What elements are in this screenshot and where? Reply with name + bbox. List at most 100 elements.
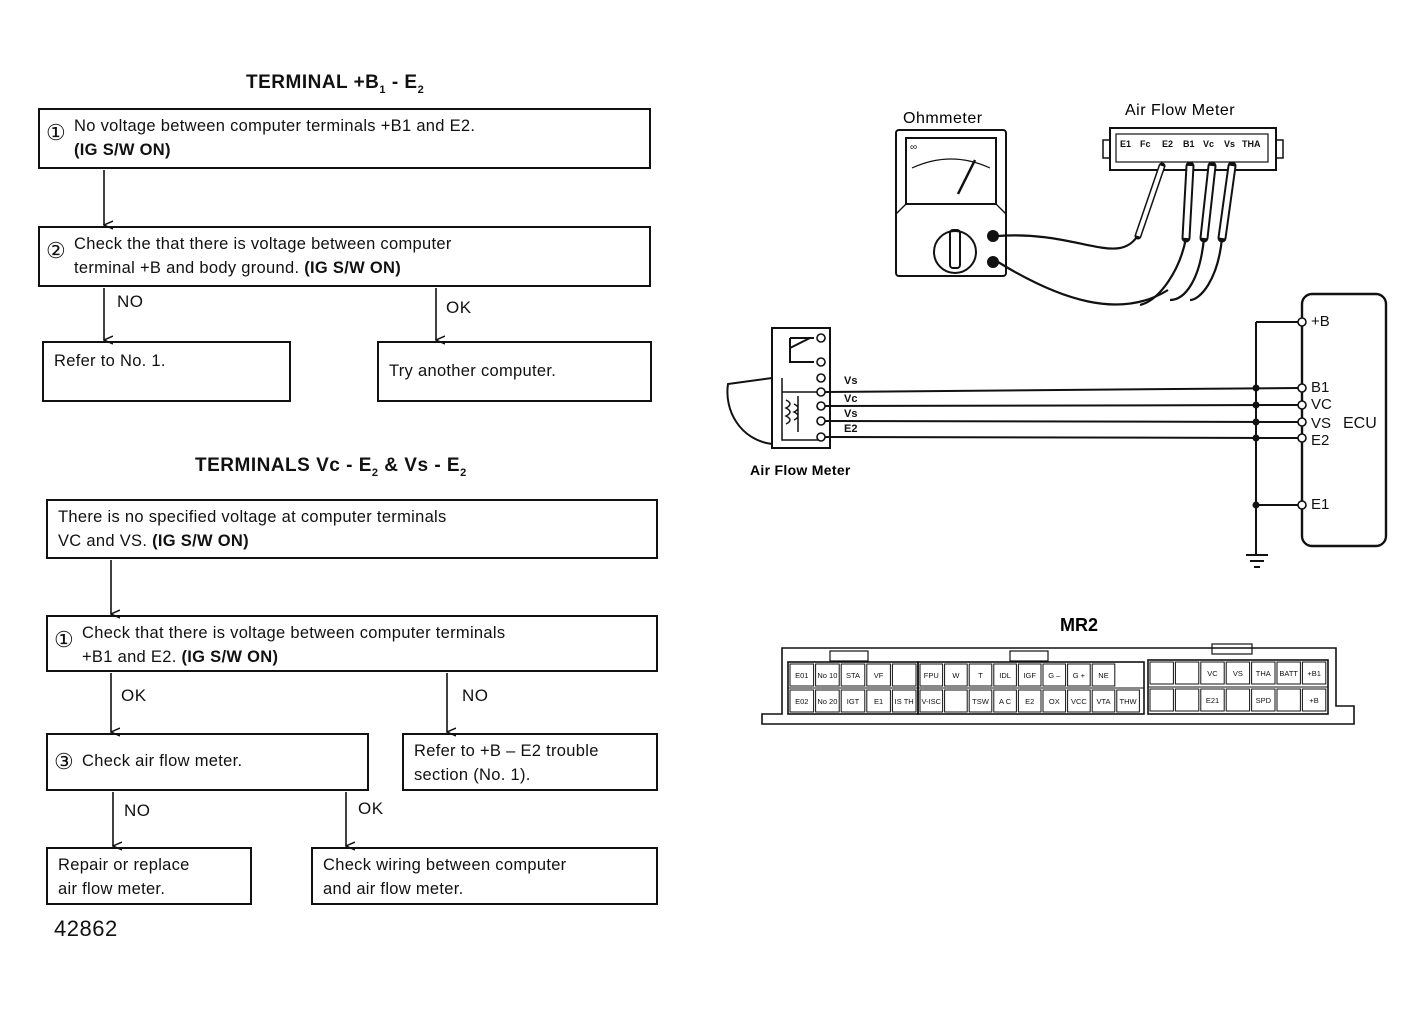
flow2-branch1-ok: OK bbox=[121, 686, 147, 705]
flow1-step2-box: ② Check the that there is voltage betwee… bbox=[38, 226, 651, 287]
connector-pin-label: No 10 bbox=[817, 671, 837, 680]
connector-pin-label: E01 bbox=[795, 671, 808, 680]
flow2-step3-text: Check air flow meter. bbox=[82, 752, 243, 770]
connector-cell bbox=[919, 663, 944, 687]
connector-pin-label: E21 bbox=[1206, 696, 1219, 705]
step-number-2-icon: ② bbox=[46, 238, 67, 263]
afm-top-pins: E1 Fc E2 B1 Vc Vs THA bbox=[1120, 139, 1261, 149]
connector-title: MR2 bbox=[1060, 615, 1098, 635]
connector-pin-label: IDL bbox=[999, 671, 1011, 680]
flow2-wiring-line2: and air flow meter. bbox=[323, 880, 464, 898]
connector-cell bbox=[1116, 689, 1140, 713]
connector-cell bbox=[944, 689, 968, 713]
step-number-3-icon: ③ bbox=[54, 749, 75, 774]
ecu-pin-dots bbox=[1297, 317, 1307, 510]
connector-cell bbox=[1091, 689, 1116, 713]
connector-cell bbox=[1149, 688, 1174, 712]
connector-cell bbox=[1067, 689, 1091, 713]
connector-cell bbox=[1091, 663, 1116, 687]
connector-cell bbox=[1017, 689, 1042, 713]
afm-pin: Vc bbox=[1203, 139, 1214, 149]
connector-pin-label: VF bbox=[874, 671, 884, 680]
connector-pin-label: E1 bbox=[874, 697, 883, 706]
flow1-ok-result: Try another computer. bbox=[389, 362, 557, 380]
flow2-branch1-no: NO bbox=[462, 686, 489, 705]
connector-pin-label: G + bbox=[1073, 671, 1086, 680]
connector-pin-label: TSW bbox=[972, 697, 990, 706]
ecu-pin-e2: E2 bbox=[1311, 432, 1329, 449]
afm-pin: E1 bbox=[1120, 139, 1131, 149]
connector-cell bbox=[1017, 663, 1042, 687]
connector-cell bbox=[789, 663, 815, 687]
junction-dots bbox=[1252, 384, 1260, 509]
connector-pin-label: IGT bbox=[847, 697, 860, 706]
connector-cell bbox=[1042, 663, 1067, 687]
flow2-refer-box: Refer to +B – E2 trouble section (No. 1)… bbox=[402, 733, 658, 791]
connector-cell bbox=[1149, 661, 1174, 685]
flow2-start-line1: There is no specified voltage at compute… bbox=[58, 508, 447, 526]
flow2-branch3-no: NO bbox=[124, 801, 151, 820]
flow1-no-result: Refer to No. 1. bbox=[54, 352, 166, 370]
connector-pin-label: T bbox=[978, 671, 983, 680]
connector-cell bbox=[866, 689, 891, 713]
connector-cell bbox=[993, 689, 1017, 713]
connector-pin-label: SPD bbox=[1256, 696, 1272, 705]
flow2-refer-line2: section (No. 1). bbox=[414, 766, 531, 784]
connector-cell bbox=[866, 663, 891, 687]
flow2-step1-line2b: (IG S/W ON) bbox=[181, 648, 279, 666]
connector-cell bbox=[1042, 689, 1067, 713]
flow2-branch3-ok: OK bbox=[358, 799, 384, 818]
connector-pin-label: FPU bbox=[924, 671, 939, 680]
connector-cell bbox=[919, 689, 944, 713]
connector-pin-label: VS bbox=[1233, 669, 1243, 678]
ecu-pin-b1: B1 bbox=[1311, 379, 1329, 396]
afm-schematic bbox=[726, 327, 831, 449]
connector-pin-label: VC bbox=[1207, 669, 1218, 678]
ecu-pin-vs: VS bbox=[1311, 415, 1331, 432]
connector-cell bbox=[1251, 661, 1276, 685]
connector-cell bbox=[1301, 661, 1327, 685]
flow1-branch-no: NO bbox=[117, 292, 144, 311]
afm-pin: Vs bbox=[1224, 139, 1235, 149]
ohmmeter-label: Ohmmeter bbox=[903, 110, 983, 127]
connector-cell bbox=[1276, 688, 1301, 712]
connector-cell bbox=[1200, 661, 1225, 685]
ecu-pin-vc: VC bbox=[1311, 396, 1332, 413]
connector-cell bbox=[968, 663, 993, 687]
flow1-step1-box: ① No voltage between computer terminals … bbox=[38, 108, 651, 169]
connector-pin-label: NE bbox=[1098, 671, 1108, 680]
flow1-step2-line1: Check the that there is voltage between … bbox=[74, 235, 452, 253]
afm-terminal-vs-a: Vs bbox=[844, 375, 857, 387]
flow2-repair-line1: Repair or replace bbox=[58, 856, 190, 874]
connector-pin-label: W bbox=[952, 671, 960, 680]
connector-cell bbox=[840, 663, 866, 687]
connector-pin-label: +B1 bbox=[1307, 669, 1321, 678]
flow1-branch-ok: OK bbox=[446, 298, 472, 317]
connector-cell bbox=[891, 689, 917, 713]
connector-pin-label: THW bbox=[1120, 697, 1138, 706]
ecu-pin-plus-b: +B bbox=[1311, 313, 1330, 330]
probe-leads bbox=[997, 161, 1237, 307]
connector-pin-label: OX bbox=[1049, 697, 1060, 706]
connector-cell bbox=[1301, 688, 1327, 712]
connector-cell bbox=[815, 663, 840, 687]
afm-terminal-dots bbox=[816, 333, 826, 442]
connector-pin-label: VCC bbox=[1071, 697, 1087, 706]
step-number-1-icon: ① bbox=[46, 120, 67, 145]
connector-pin-label: VTA bbox=[1096, 697, 1110, 706]
svg-text:∞: ∞ bbox=[910, 142, 917, 153]
afm-pin: E2 bbox=[1162, 139, 1173, 149]
connector-pin-label: IS TH bbox=[895, 697, 914, 706]
afm-terminal-vs-b: Vs bbox=[844, 408, 857, 420]
connector-body bbox=[761, 643, 1355, 725]
flow2-repair-box: Repair or replace air flow meter. bbox=[46, 847, 252, 905]
connector-pin-label: BATT bbox=[1279, 669, 1298, 678]
connector-cell bbox=[1200, 688, 1225, 712]
flow1-step2-line2a: terminal +B and body ground. bbox=[74, 259, 305, 277]
connector-cell bbox=[968, 689, 993, 713]
flow2-wiring-line1: Check wiring between computer bbox=[323, 856, 567, 874]
